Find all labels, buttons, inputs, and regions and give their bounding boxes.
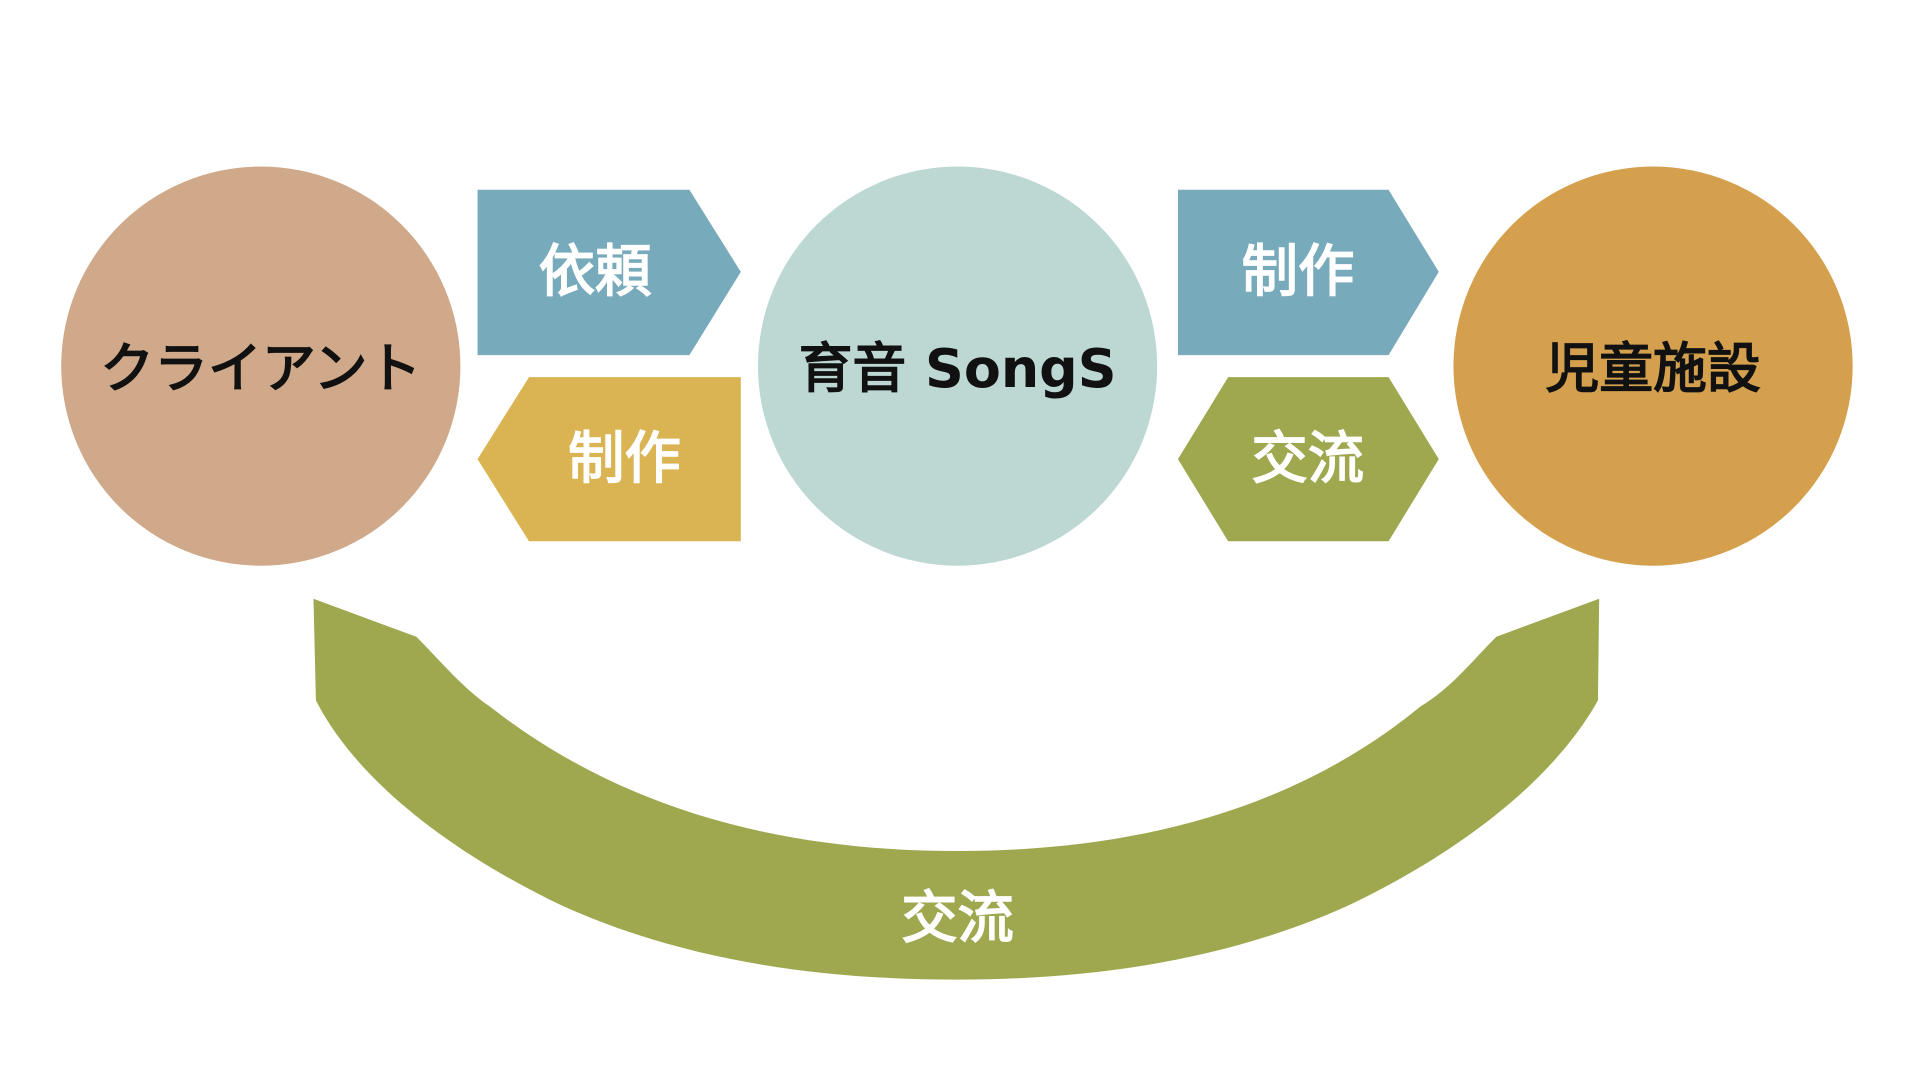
songs-circle bbox=[757, 166, 1158, 566]
exchange-hexagon bbox=[1177, 377, 1439, 542]
exchange-label-mid: 交流 bbox=[1251, 427, 1364, 492]
request-label: 依頼 bbox=[539, 239, 652, 304]
client-label: クライアント bbox=[100, 337, 421, 400]
facility-circle bbox=[1453, 166, 1853, 566]
production-arrow-left bbox=[477, 377, 741, 542]
client-circle bbox=[61, 166, 461, 566]
production-label-right: 制作 bbox=[1242, 239, 1355, 304]
exchange-label-bottom: 交流 bbox=[901, 886, 1014, 951]
request-arrow bbox=[477, 189, 741, 356]
exchange-arc-arrow bbox=[313, 598, 1600, 980]
songs-label: 育音 SongS bbox=[799, 337, 1117, 400]
production-arrow-right bbox=[1177, 189, 1439, 356]
facility-label: 児童施設 bbox=[1545, 337, 1761, 400]
production-label-left: 制作 bbox=[568, 427, 681, 492]
